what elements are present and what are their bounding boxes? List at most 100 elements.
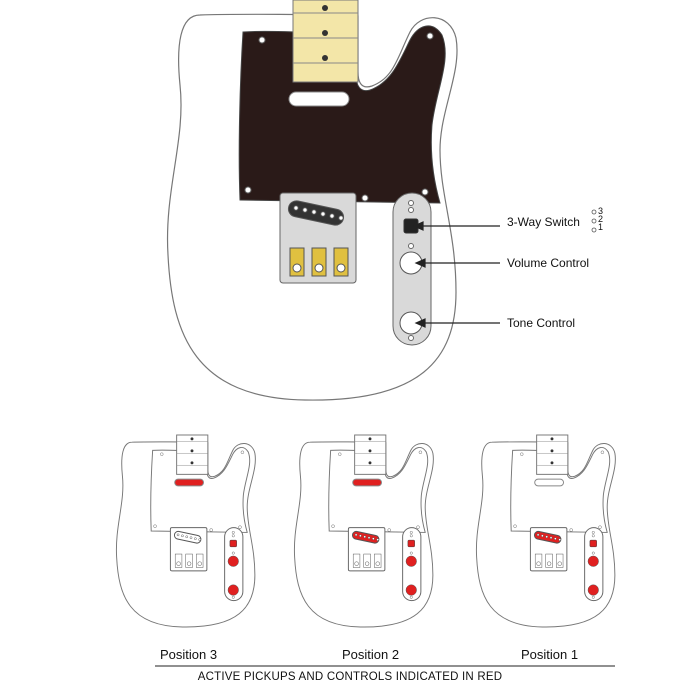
screw [569, 528, 573, 532]
saddle-screw [197, 561, 202, 566]
saddle [196, 553, 204, 568]
pole-piece [189, 536, 193, 540]
fret-marker [550, 461, 554, 465]
screw [238, 525, 242, 529]
saddle-screw [354, 561, 359, 566]
fret-marker [368, 461, 372, 465]
neck [292, 0, 359, 83]
saddle [185, 553, 193, 568]
screw [331, 524, 335, 528]
screw [387, 528, 391, 532]
pole-piece [320, 211, 326, 217]
saddle-screw [292, 263, 302, 273]
plate-screw [408, 243, 414, 249]
plate-screw [231, 595, 235, 599]
pole-piece [359, 534, 362, 538]
switch-position-numbers: 3 2 1 [598, 207, 604, 232]
screw [426, 32, 434, 40]
plate-screw [408, 207, 414, 213]
pole-piece [367, 536, 371, 540]
position-3-label: Position 3 [160, 647, 218, 662]
neck-pickup [534, 478, 565, 487]
volume-label: Volume Control [507, 256, 590, 270]
screw [258, 36, 266, 44]
neck-pickup [174, 478, 205, 487]
fret-marker [368, 449, 372, 453]
switch-position-1: 1 [598, 222, 604, 232]
switch-position-dots [591, 209, 597, 233]
pole-piece [541, 534, 544, 538]
pole-piece [194, 537, 197, 540]
neck-pickup [352, 478, 383, 487]
volume-knob [405, 555, 417, 567]
plate-screw [231, 531, 235, 534]
pole-piece [536, 533, 540, 537]
screw [160, 452, 164, 456]
pole-piece [554, 537, 557, 540]
screw [600, 450, 605, 454]
callout-arrows [412, 221, 500, 328]
pole-piece [293, 205, 299, 211]
plate-screw [591, 531, 595, 534]
screw [416, 525, 420, 529]
plate-screw [408, 200, 414, 206]
volume-knob [227, 555, 239, 567]
tone-knob [227, 584, 239, 596]
screw [240, 450, 245, 454]
saddle-screw [557, 561, 562, 566]
saddle-screw [176, 561, 181, 566]
neck [354, 434, 387, 475]
saddle-screw [336, 263, 346, 273]
fret-marker [190, 461, 194, 465]
saddle-screw [546, 561, 552, 566]
switch-tip [229, 539, 237, 548]
volume-knob [587, 555, 599, 567]
saddle [545, 553, 553, 568]
position-1-label: Position 1 [521, 647, 579, 662]
fret-marker [368, 437, 372, 441]
position-1-guitar [475, 434, 616, 628]
switch-tip [407, 539, 415, 548]
saddle-screw [364, 561, 370, 566]
pole-piece [181, 534, 184, 538]
neck [536, 434, 569, 475]
pole-piece [558, 538, 561, 541]
screw [361, 194, 369, 202]
pole-piece [329, 213, 335, 219]
plate-screw [591, 534, 595, 538]
neck [176, 434, 209, 475]
fret-marker [322, 55, 328, 61]
saddle [374, 553, 382, 568]
pole-piece [176, 533, 180, 537]
pole-piece [549, 536, 553, 540]
plate-screw [591, 595, 595, 599]
saddle-screw [314, 263, 324, 273]
fret-marker [322, 5, 328, 11]
position-2-guitar [293, 434, 434, 628]
fret-marker [550, 449, 554, 453]
main-guitar-body [166, 0, 458, 401]
switch-label: 3-Way Switch [507, 215, 580, 229]
saddle [352, 553, 361, 568]
position-3-guitar [115, 434, 256, 628]
screw [421, 188, 429, 196]
pole-piece [185, 535, 189, 539]
footer-note: ACTIVE PICKUPS AND CONTROLS INDICATED IN… [197, 671, 503, 683]
pole-piece [545, 535, 549, 539]
screw [520, 452, 524, 456]
saddle [174, 553, 183, 568]
switch-tip [589, 539, 597, 548]
pole-piece [198, 538, 201, 541]
neck-pickup [288, 91, 350, 107]
plate-screw [591, 551, 595, 555]
tone-label: Tone Control [507, 316, 576, 330]
screw [598, 525, 602, 529]
saddle-screw [536, 561, 541, 566]
saddle [556, 553, 564, 568]
plate-screw [409, 595, 413, 599]
tone-knob [405, 584, 417, 596]
saddle-screw [186, 561, 192, 566]
saddle-screw [375, 561, 380, 566]
